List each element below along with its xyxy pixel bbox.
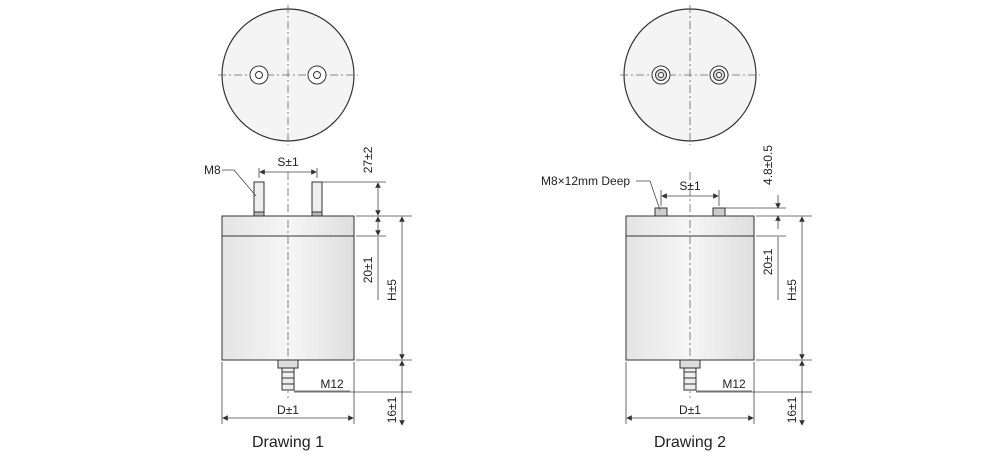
terminal-right-top [307, 65, 327, 85]
drawing-2: M8×12mm Deep S±1 4.8±0.5 20±1 H±5 M12 16… [541, 5, 812, 451]
diameter-label: D±1 [277, 403, 299, 417]
terminal-label: M8×12mm Deep [541, 174, 630, 188]
drawing-2-side-view [625, 172, 755, 398]
terminal-left-top [249, 65, 269, 85]
bottom-stud-label: M12 [320, 377, 344, 391]
total-height-label: H±5 [385, 279, 399, 301]
drawing-1-top-view [218, 5, 358, 145]
stud-length-label: 16±1 [785, 396, 799, 423]
terminal-spacing-label: S±1 [679, 179, 701, 193]
terminal-height-label: 27±2 [361, 146, 375, 173]
terminal-right-top [709, 65, 729, 85]
stud-length-label: 16±1 [385, 396, 399, 423]
drawing-1-side-view [221, 172, 355, 398]
bottom-stud-label: M12 [722, 377, 746, 391]
drawing-1-caption: Drawing 1 [252, 434, 324, 451]
sleeve-height-label: 20±1 [761, 248, 775, 275]
terminal-right [311, 181, 323, 217]
terminal-left [253, 181, 265, 217]
terminal-right [712, 207, 726, 217]
terminal-height-label: 4.8±0.5 [761, 145, 775, 185]
drawing-2-top-view [620, 5, 760, 145]
drawing-1: M8 S±1 27±2 20±1 H±5 M12 16±1 D±1 Drawin… [204, 5, 412, 451]
sleeve-height-label: 20±1 [361, 256, 375, 283]
terminal-spacing-label: S±1 [277, 155, 299, 169]
terminal-left [654, 207, 668, 217]
terminal-label: M8 [204, 163, 221, 177]
diameter-label: D±1 [679, 403, 701, 417]
total-height-label: H±5 [785, 279, 799, 301]
terminal-left-top [651, 65, 671, 85]
drawing-2-caption: Drawing 2 [654, 434, 726, 451]
